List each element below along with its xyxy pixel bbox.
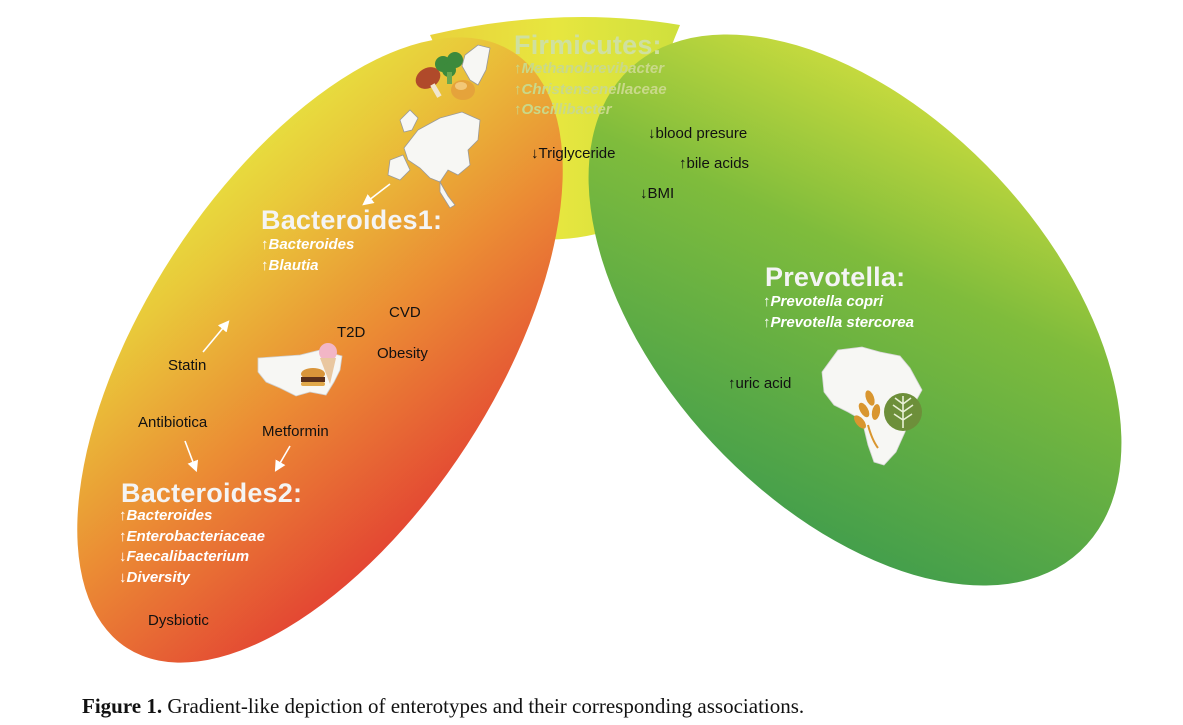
triglyceride-label: ↓Triglyceride: [531, 145, 616, 162]
arrow-europe-to-bacteroides1: [362, 183, 391, 206]
obesity-label: Obesity: [377, 345, 428, 362]
taxon-bacteroides: ↑Bacteroides: [119, 507, 213, 524]
t2d-label: T2D: [337, 324, 366, 341]
uric-acid-label: ↑uric acid: [728, 375, 792, 392]
taxon-prevotella-copri: ↑Prevotella copri: [763, 293, 884, 310]
leaf-icon: [884, 393, 922, 431]
statin-label: Statin: [168, 357, 207, 374]
metformin-label: Metformin: [262, 423, 329, 440]
bacteroides2-heading: Bacteroides2:: [121, 478, 303, 508]
taxon-christensenellaceae: ↑Christensenellaceae: [514, 80, 667, 98]
taxon-oscillibacter: ↑Oscillibacter: [514, 101, 612, 118]
prevotella-heading: Prevotella:: [765, 262, 906, 292]
bacteroides1-heading: Bacteroides1:: [261, 205, 443, 235]
broccoli-icon: [435, 52, 463, 84]
taxon-methanobrevibacter: ↑Methanobrevibacter: [514, 60, 665, 77]
prevotella-taxa: ↑Prevotella copri ↑Prevotella stercorea: [763, 292, 914, 333]
arrow-statin: [202, 320, 230, 353]
bacteroides1-taxa: ↑Bacteroides ↑Blautia: [261, 235, 354, 276]
taxon-prevotella-stercorea: ↑Prevotella stercorea: [763, 313, 914, 331]
wheat-icon: [854, 390, 881, 449]
prevotella-region: [588, 34, 1122, 586]
antibiotica-label: Antibiotica: [138, 414, 208, 431]
taxon-blautia: ↑Blautia: [261, 256, 319, 274]
bread-icon: [451, 80, 475, 100]
taxon-diversity: ↓Diversity: [119, 568, 190, 586]
enterotype-diagram: [77, 17, 1122, 663]
figure-caption: Figure 1. Gradient-like depiction of ent…: [82, 694, 804, 719]
ice-cream-icon: [319, 343, 337, 384]
africa-map-icon: [821, 346, 923, 466]
taxon-enterobacteriaceae: ↑Enterobacteriaceae: [119, 527, 265, 545]
bacteroides2-taxa: ↑Bacteroides ↑Enterobacteriaceae ↓Faecal…: [119, 506, 265, 588]
arrow-antibiotica: [184, 440, 199, 473]
burger-icon: [301, 368, 325, 386]
blood-pressure-label: ↓blood presure: [648, 125, 748, 142]
taxon-faecalibacterium: ↓Faecalibacterium: [119, 548, 250, 565]
bmi-label: ↓BMI: [640, 185, 675, 202]
bile-acids-label: ↑bile acids: [679, 155, 750, 172]
firmicutes-heading: Firmicutes:: [514, 30, 662, 60]
arrow-metformin: [274, 445, 291, 472]
taxon-bacteroides: ↑Bacteroides: [261, 236, 355, 253]
cvd-label: CVD: [389, 304, 421, 321]
caption-text: Gradient-like depiction of enterotypes a…: [162, 694, 805, 718]
chicken-leg-icon: [415, 67, 442, 98]
caption-label: Figure 1.: [82, 694, 163, 718]
dysbiotic-label: Dysbiotic: [148, 612, 209, 629]
firmicutes-taxa: ↑Methanobrevibacter ↑Christensenellaceae…: [514, 59, 667, 121]
europe-map-icon: [387, 44, 491, 209]
